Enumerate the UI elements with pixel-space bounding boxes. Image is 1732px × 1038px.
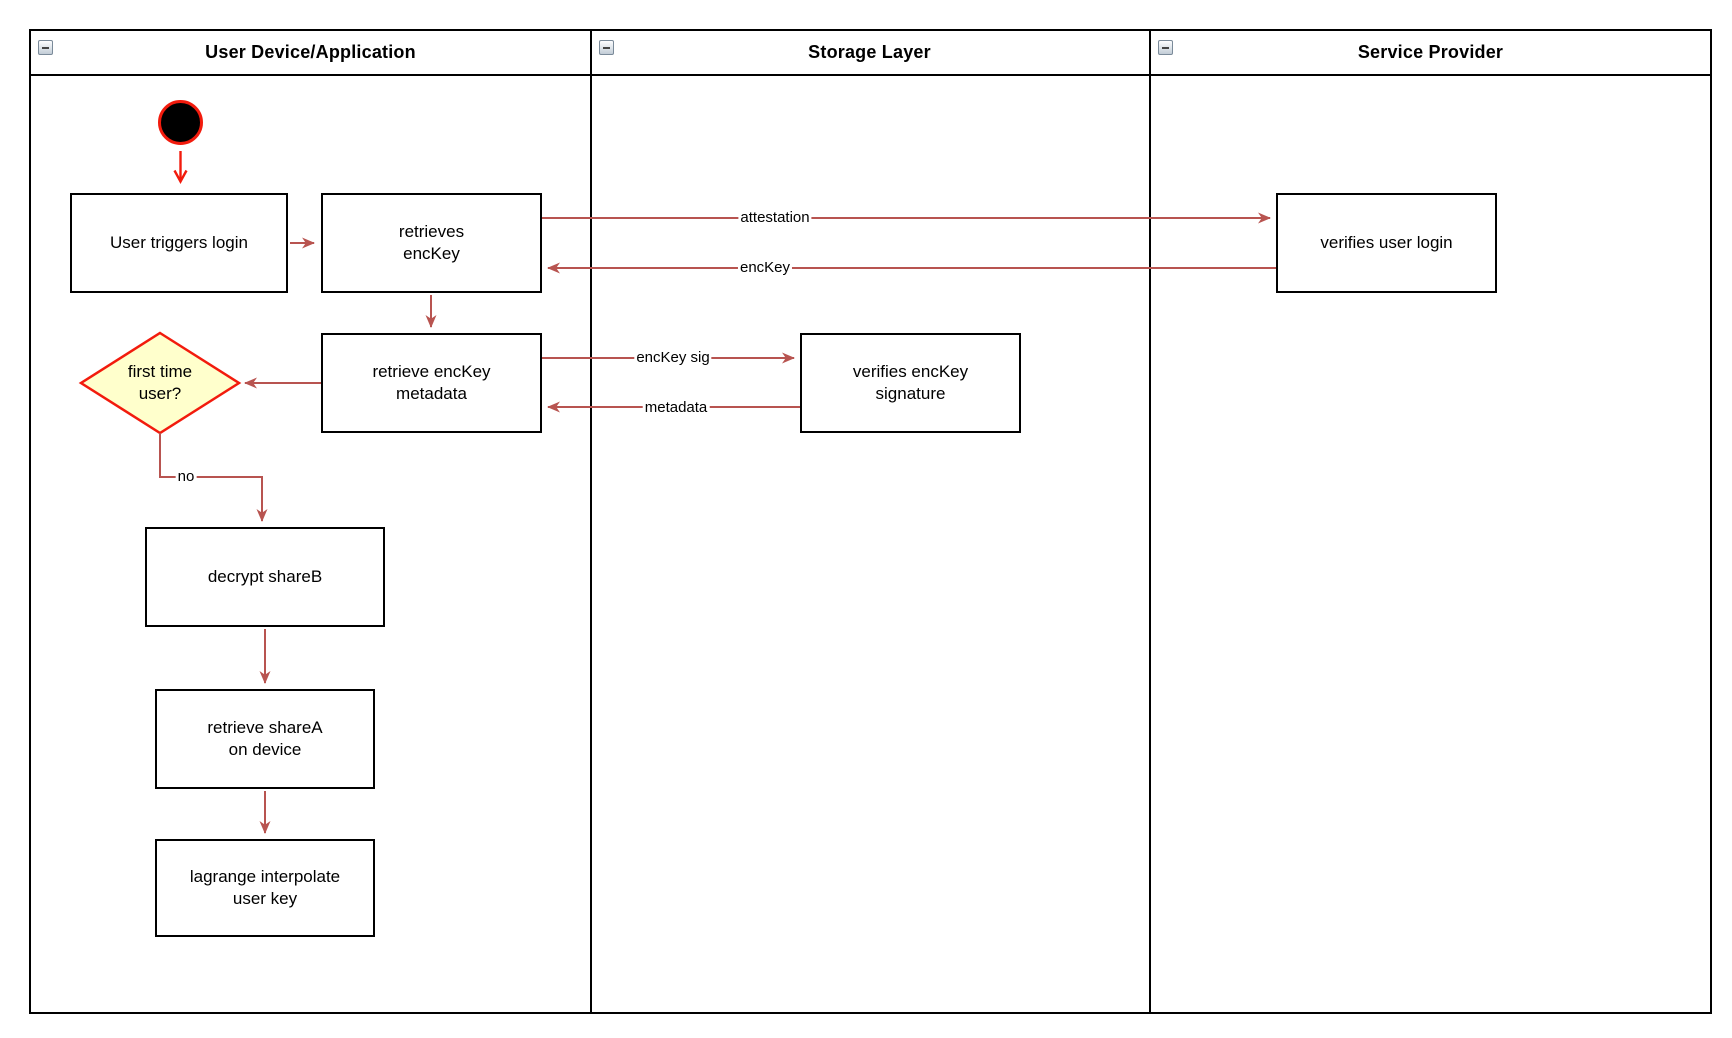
lane-title-storage-layer: Storage Layer bbox=[808, 41, 931, 62]
node-retrieve-enckey-metadata[interactable]: retrieve encKey metadata bbox=[321, 333, 542, 433]
node-user-triggers-login[interactable]: User triggers login bbox=[70, 193, 288, 293]
lane-title-user-device: User Device/Application bbox=[205, 41, 416, 62]
edge-label-enckey[interactable]: encKey bbox=[737, 258, 793, 277]
lane-title-service-provider: Service Provider bbox=[1357, 41, 1504, 62]
decision-label-first-time-user[interactable]: first time user? bbox=[96, 343, 224, 423]
node-verifies-user-login[interactable]: verifies user login bbox=[1276, 193, 1497, 293]
node-label: User triggers login bbox=[110, 232, 248, 252]
node-label: retrieve encKey metadata bbox=[372, 361, 491, 403]
lane-header-storage-layer: Storage Layer bbox=[590, 31, 1149, 73]
node-label: retrieve shareA on device bbox=[207, 717, 323, 759]
node-verifies-enckey-signature[interactable]: verifies encKey signature bbox=[800, 333, 1021, 433]
lane-header-user-device: User Device/Application bbox=[31, 31, 590, 73]
node-label: decrypt shareB bbox=[207, 566, 323, 586]
lane-header-divider bbox=[29, 74, 1712, 76]
edge-label-attestation[interactable]: attestation bbox=[738, 208, 812, 227]
node-retrieve-sharea[interactable]: retrieve shareA on device bbox=[155, 689, 375, 789]
node-label: verifies encKey signature bbox=[852, 361, 969, 403]
lane-collapse-button-service-provider[interactable] bbox=[1158, 40, 1173, 55]
node-label: verifies user login bbox=[1320, 232, 1453, 252]
edge-decision-no-to-decrypt[interactable] bbox=[159, 433, 268, 522]
edge-label-no[interactable]: no bbox=[175, 467, 197, 486]
edge-label-enckey-sig[interactable]: encKey sig bbox=[634, 348, 712, 367]
node-label: lagrange interpolate user key bbox=[189, 866, 341, 908]
node-retrieves-enckey[interactable]: retrieves encKey bbox=[321, 193, 542, 293]
lane-header-service-provider: Service Provider bbox=[1149, 31, 1712, 73]
node-label: first time user? bbox=[127, 361, 193, 403]
node-decrypt-shareb[interactable]: decrypt shareB bbox=[145, 527, 385, 627]
lane-divider-2 bbox=[1149, 29, 1151, 1014]
swimlane-frame bbox=[29, 29, 1712, 1014]
edge-label-metadata[interactable]: metadata bbox=[642, 398, 710, 417]
start-node[interactable] bbox=[158, 100, 203, 145]
minus-icon bbox=[603, 46, 610, 49]
lane-collapse-button-storage-layer[interactable] bbox=[599, 40, 614, 55]
minus-icon bbox=[1162, 46, 1169, 49]
lane-collapse-button-user-device[interactable] bbox=[38, 40, 53, 55]
minus-icon bbox=[42, 46, 49, 49]
node-label: retrieves encKey bbox=[398, 221, 465, 263]
lane-divider-1 bbox=[590, 29, 592, 1014]
node-lagrange-interpolate[interactable]: lagrange interpolate user key bbox=[155, 839, 375, 937]
